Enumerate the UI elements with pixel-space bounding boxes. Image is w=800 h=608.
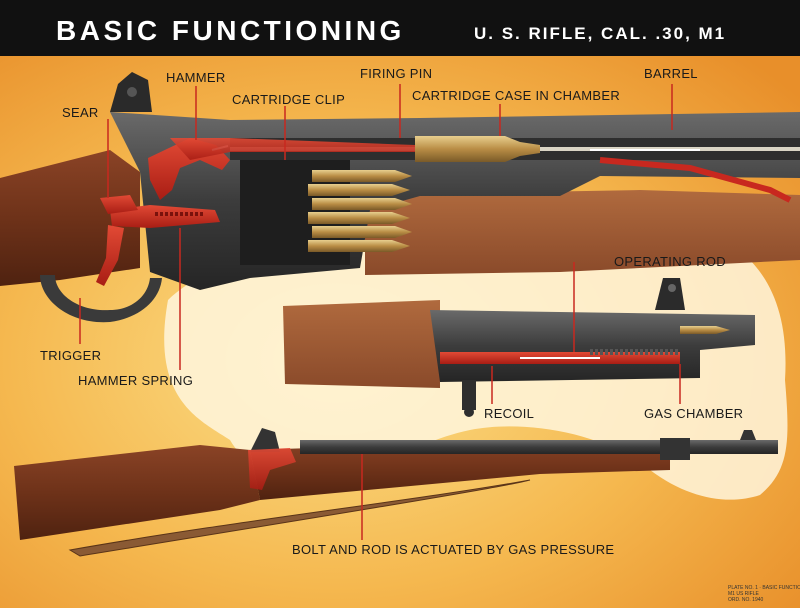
footer-note-line: PLATE NO. 1 · BASIC FUNCTIONING <box>728 585 800 591</box>
top-sear <box>100 195 138 214</box>
mid-wood-handguard <box>283 300 440 388</box>
bottom-barrel <box>300 440 778 454</box>
bottom-trigger-group <box>248 448 296 490</box>
label-hammer-spring: HAMMER SPRING <box>78 373 194 388</box>
label-firing-pin: FIRING PIN <box>360 66 433 81</box>
label-gas-chamber: GAS CHAMBER <box>644 406 744 421</box>
illustration <box>0 56 800 608</box>
mid-leader-lines <box>491 262 681 404</box>
label-cartridge-case: CARTRIDGE CASE IN CHAMBER <box>412 88 621 103</box>
top-gas-path <box>599 157 792 203</box>
top-cartridge-stack <box>308 170 412 252</box>
top-trigger <box>96 225 124 286</box>
footer-note-line: M1 US RIFLE <box>728 591 759 597</box>
diagram-subtitle: U. S. RIFLE, CAL. .30, M1 <box>474 24 727 43</box>
footer-note-line: ORD. NO. 1940 <box>728 597 764 603</box>
label-trigger: TRIGGER <box>40 348 102 363</box>
bottom-stock <box>14 445 260 540</box>
mid-bullet <box>680 326 730 334</box>
diagram-title: BASIC FUNCTIONING <box>56 15 405 46</box>
mid-front-sight <box>655 278 685 310</box>
top-forend <box>365 190 800 275</box>
label-recoil: RECOIL <box>484 406 535 421</box>
label-hammer: HAMMER <box>166 70 226 85</box>
top-hammer-spring <box>110 205 220 228</box>
label-operating-rod: OPERATING ROD <box>614 254 727 269</box>
top-leader-lines <box>79 84 673 370</box>
label-cartridge-clip: CARTRIDGE CLIP <box>232 92 346 107</box>
label-bolt-and-rod: BOLT AND ROD IS ACTUATED BY GAS PRESSURE <box>292 542 615 557</box>
bottom-sling <box>68 479 531 557</box>
bottom-forend <box>250 440 670 500</box>
top-operating-rod <box>170 138 415 160</box>
footer-note: PLATE NO. 1 · BASIC FUNCTIONING M1 US RI… <box>728 585 800 603</box>
top-trigger-guard <box>40 275 162 323</box>
label-barrel: BARREL <box>644 66 698 81</box>
top-cartridge-in-chamber <box>415 136 540 162</box>
top-stock <box>0 150 140 286</box>
header-bar: BASIC FUNCTIONING U. S. RIFLE, CAL. .30,… <box>0 0 800 56</box>
mid-bolt-handle <box>462 380 476 410</box>
label-sear: SEAR <box>62 105 99 120</box>
